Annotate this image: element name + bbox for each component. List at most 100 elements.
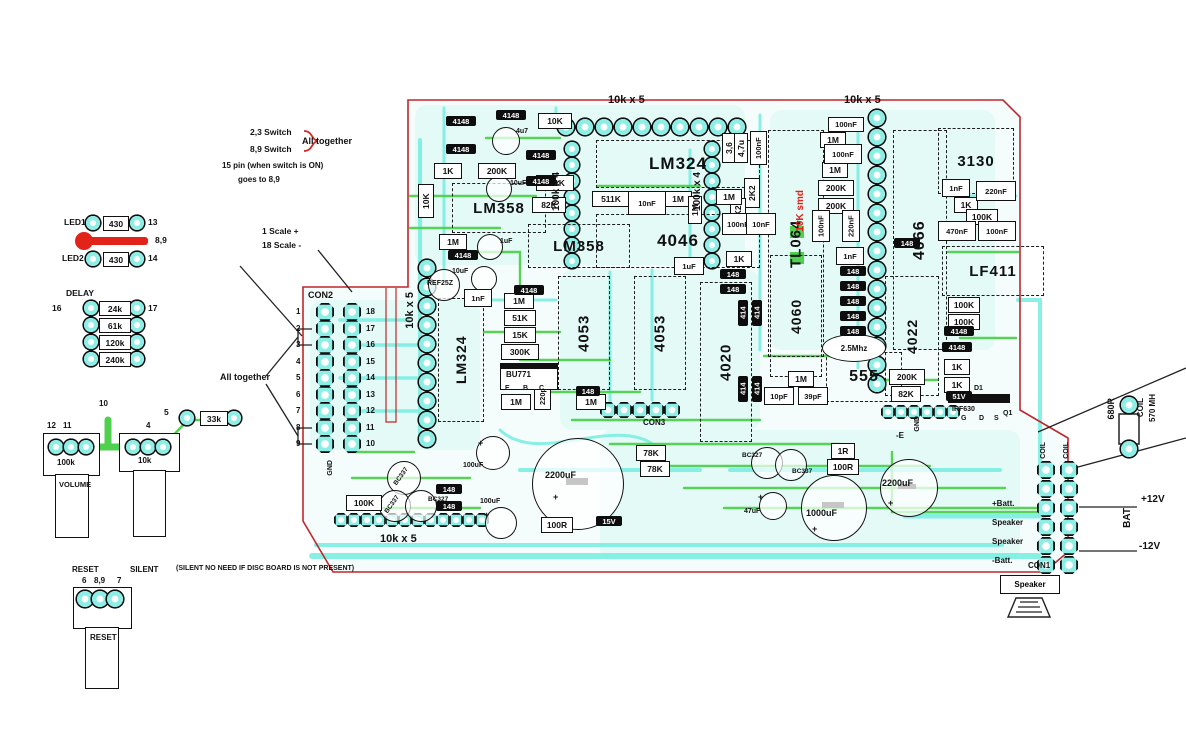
res-1k: 1K — [944, 377, 970, 393]
ecap-100uf — [485, 507, 517, 539]
diode-15v: 15V — [596, 516, 622, 526]
ecap-label-1000uf: 1000uF — [806, 508, 838, 518]
con1-pin — [1037, 556, 1055, 574]
res-2k2: 2K2 — [744, 178, 760, 208]
header-pad — [933, 405, 947, 419]
res-1m: 1M — [504, 293, 534, 309]
con2-pin-number: 17 — [366, 323, 375, 333]
ecap-47uf — [759, 492, 787, 520]
con2-pin — [316, 418, 334, 437]
label-reset: RESET — [90, 633, 117, 642]
label-4: 4 — [146, 421, 151, 430]
con2-pin-number: 18 — [366, 307, 375, 316]
diode-414: 414 — [752, 376, 762, 402]
res-82k: 82K — [532, 197, 566, 213]
speaker-label-box: Speaker — [1000, 575, 1060, 594]
cap-39pf: 39pF — [798, 387, 828, 405]
pad — [130, 252, 144, 266]
header-pad — [869, 110, 885, 126]
cap-100nf: 100nF — [812, 210, 830, 242]
con2-pin-number: 1 — [296, 307, 301, 316]
header-pad — [616, 402, 632, 418]
ecap-label-ref25z: REF25Z — [427, 280, 454, 287]
header-pad — [565, 238, 579, 252]
pad — [86, 216, 100, 230]
res-51k: 51K — [504, 310, 536, 326]
ecap-1uf — [477, 234, 503, 260]
pad — [130, 318, 144, 332]
transistor-bc337 — [387, 461, 421, 495]
ecap-label-2200uf: 2200uF — [545, 470, 577, 480]
label-12v: -12V — [1139, 541, 1161, 552]
con1-pin — [1037, 518, 1055, 536]
res-1k: 1K — [434, 163, 462, 179]
con2-pin-number: 4 — [296, 356, 301, 366]
ecap-2200uf — [532, 438, 624, 530]
diode-4148: 4148 — [496, 110, 526, 120]
con2-pin — [343, 385, 361, 404]
con1-col-label: COIL — [1063, 442, 1070, 459]
diode-148: 148 — [720, 284, 746, 294]
con1-pin — [1037, 499, 1055, 517]
ecap-1000uf — [801, 475, 867, 541]
label-b: B — [523, 385, 529, 392]
ecap-label-10uf: 10uF — [510, 180, 527, 187]
label-g: G — [961, 415, 967, 422]
con2-pin — [316, 402, 334, 420]
label-14: 14 — [148, 253, 158, 263]
header-pad — [565, 142, 579, 156]
header-pad — [710, 119, 726, 135]
ic-4053: 4053 — [558, 276, 610, 390]
header-pad — [869, 186, 885, 202]
header-pad — [869, 319, 885, 335]
header-pad — [596, 119, 612, 135]
con2-pin — [316, 303, 334, 321]
res-1m: 1M — [788, 371, 814, 387]
header-pad — [664, 402, 680, 418]
diode-148: 148 — [840, 326, 866, 336]
header-pad — [691, 119, 707, 135]
header-label-10k-x-5: 10k x 5 — [380, 533, 417, 545]
res-200k: 200K — [889, 369, 925, 385]
con1-pin — [1037, 480, 1055, 498]
con2-pin — [316, 369, 334, 387]
header-label-10k-x-5: 10k x 5 — [404, 292, 416, 329]
con1-pin — [1060, 518, 1078, 536]
res-10k: 10K — [418, 184, 434, 218]
pad — [49, 440, 63, 454]
con2-pin-number: 14 — [366, 373, 375, 382]
res-100k: 100K — [346, 495, 382, 511]
cap-220nf: 220nF — [842, 210, 860, 242]
label-irf630: IRF630 — [952, 406, 975, 413]
header-pad — [869, 129, 885, 145]
con2-pin-number: 3 — [296, 340, 301, 349]
header-pad — [634, 119, 650, 135]
label-570-mh: 570 MH — [1148, 394, 1157, 423]
cap-10nf: 10nF — [628, 191, 666, 215]
header-pad — [881, 405, 895, 419]
coil-pad — [1121, 397, 1137, 413]
pad — [64, 440, 78, 454]
res-82k: 82K — [891, 386, 921, 402]
ic-4053: 4053 — [634, 276, 686, 390]
transistor-bc337 — [775, 449, 807, 481]
con1-row-label-batt: +Batt. — [992, 499, 1015, 508]
cap-220nf: 220nF — [976, 181, 1016, 201]
transistor-bc337 — [379, 490, 411, 522]
con2-pin — [316, 352, 334, 371]
label-d: D — [979, 415, 985, 422]
header-pad — [869, 262, 885, 278]
con2-label: CON2 — [308, 290, 334, 300]
crystal-2-5mhz: 2.5Mhz — [822, 334, 886, 362]
header-pad — [869, 357, 885, 373]
res-200k: 200K — [478, 163, 516, 179]
header-pad — [869, 300, 885, 316]
res-511k: 511K — [592, 191, 630, 207]
con1-pin — [1060, 499, 1078, 517]
con2-pin-number: 15 — [366, 356, 375, 366]
res-15k: 15K — [504, 327, 536, 343]
header-pad — [705, 206, 719, 220]
label-s: S — [994, 415, 999, 422]
pot-stem — [55, 474, 89, 538]
label-d1: D1 — [974, 385, 983, 392]
